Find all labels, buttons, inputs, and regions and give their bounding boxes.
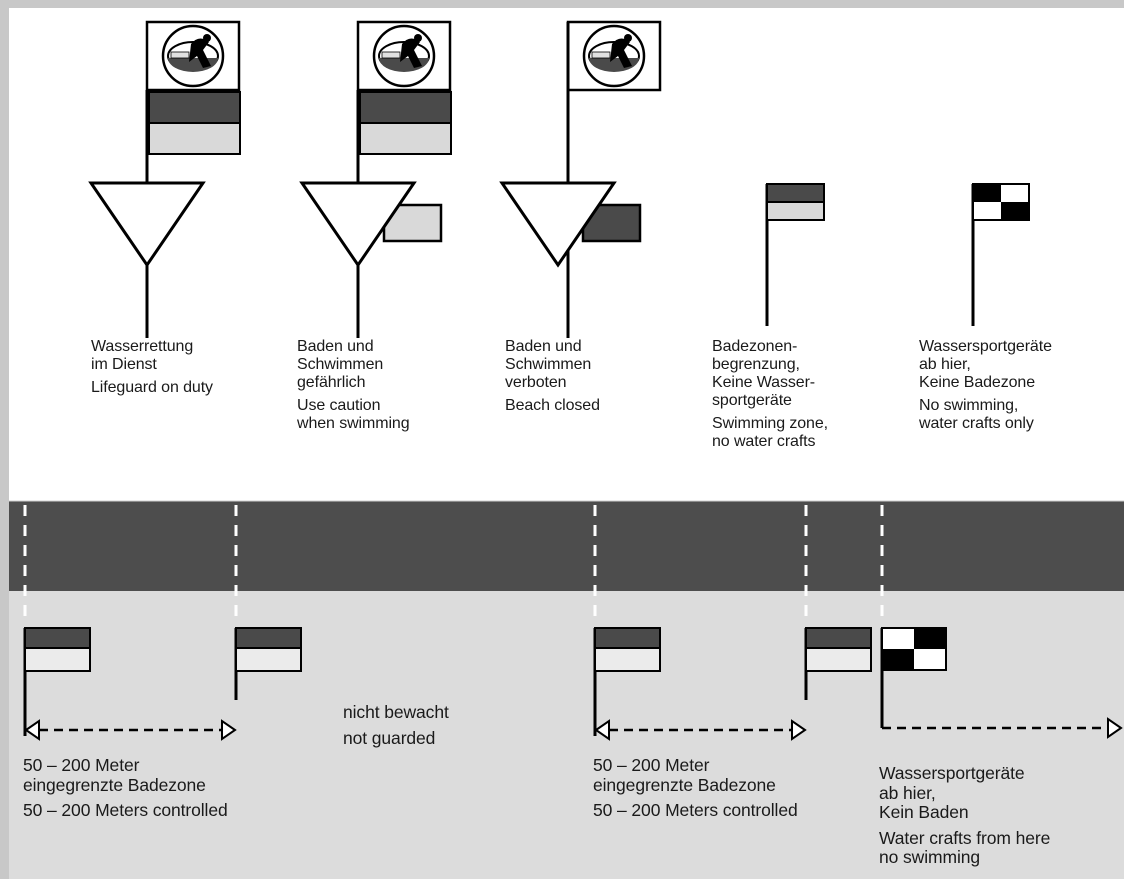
label-de-line: Kein Baden [879, 802, 969, 822]
closed-signal [499, 20, 662, 338]
red-yellow-flag-icon [359, 91, 452, 155]
label-de-line: Wassersportgeräte [919, 338, 1052, 355]
label-en-line: water crafts only [919, 415, 1034, 432]
label-de-line: Schwimmen [505, 356, 592, 373]
red-yellow-flag-icon [148, 91, 241, 155]
lifeguard-triangle-icon [299, 181, 417, 268]
red-yellow-flag-icon [594, 627, 661, 672]
zone-label-unguarded: nicht bewacht not guarded [343, 702, 449, 748]
water-band-fill [9, 501, 1124, 591]
label-de-line: Wasserrettung [91, 338, 194, 355]
checkered-flag-icon [881, 627, 947, 671]
label-de-line: ab hier, [879, 782, 936, 803]
signal-label-watercraft: Wassersportgeräte ab hier, Keine Badezon… [919, 338, 1052, 433]
zone-label-controlled-2: 50 – 200 Meter eingegrenzte Badezone 50 … [593, 755, 798, 821]
label-de-line: Wassersportgeräte [879, 763, 1025, 783]
red-yellow-flag-icon [805, 627, 872, 672]
label-de-line: im Dienst [91, 356, 157, 373]
label-en-line: Swimming zone, [712, 415, 828, 432]
label-de-line: ab hier, [919, 356, 971, 373]
label-de-line: verboten [505, 374, 567, 391]
signal-label-swim-zone: Badezonen- begrenzung, Keine Wasser- spo… [712, 338, 828, 451]
zone-label-controlled-1: 50 – 200 Meter eingegrenzte Badezone 50 … [23, 755, 228, 821]
label-de-line: Keine Wasser- [712, 374, 816, 391]
double-arrow-icon [24, 719, 237, 741]
zone-label-watercraft: Wassersportgeräte ab hier, Kein Baden Wa… [879, 763, 1051, 868]
watercraft-signal [971, 183, 1030, 326]
label-en-line: no water crafts [712, 433, 816, 450]
label-de-line: 50 – 200 Meter [593, 755, 710, 775]
dlrg-badge-icon [161, 24, 225, 88]
label-en-line: not guarded [343, 727, 436, 748]
right-arrow-icon [882, 717, 1123, 739]
label-de-line: nicht bewacht [343, 702, 449, 722]
lifeguard-triangle-icon [499, 181, 617, 268]
diagram-artwork [9, 20, 1124, 879]
label-de-line: Schwimmen [297, 356, 384, 373]
label-en-line: 50 – 200 Meters controlled [593, 800, 798, 820]
red-yellow-flag-icon [766, 183, 825, 221]
label-en-line: Lifeguard on duty [91, 379, 213, 396]
swim-zone-signal [765, 183, 825, 326]
label-de-line: Keine Badezone [919, 374, 1036, 391]
lifeguard-signal [88, 20, 241, 338]
label-de-line: Baden und [297, 338, 374, 355]
label-de-line: Baden und [505, 338, 582, 355]
diagram-frame: Wasserrettung im Dienst Lifeguard on dut… [9, 8, 1124, 879]
label-de-line: sportgeräte [712, 392, 792, 409]
label-en-line: Beach closed [505, 397, 600, 414]
red-yellow-flag-icon [24, 627, 91, 672]
label-de-line: eingegrenzte Badezone [23, 774, 206, 795]
caution-signal [299, 20, 452, 338]
controlled-zone-1 [23, 627, 302, 741]
signal-label-lifeguard: Wasserrettung im Dienst Lifeguard on dut… [91, 338, 213, 397]
label-en-line: no swimming [879, 847, 981, 867]
red-yellow-flag-icon [235, 627, 302, 672]
label-de-line: begrenzung, [712, 356, 800, 373]
label-en-line: when swimming [297, 415, 410, 432]
controlled-zone-2 [593, 627, 872, 741]
label-en-line: Use caution [297, 397, 381, 414]
label-de-line: eingegrenzte Badezone [593, 774, 776, 795]
label-de-line: Badezonen- [712, 338, 798, 355]
label-de-line: gefährlich [297, 374, 366, 391]
dlrg-badge-icon [582, 24, 646, 88]
checkered-flag-icon [972, 183, 1030, 221]
signal-label-closed: Baden und Schwimmen verboten Beach close… [505, 338, 600, 415]
double-arrow-icon [594, 719, 807, 741]
label-en-line: 50 – 200 Meters controlled [23, 800, 228, 820]
label-en-line: Water crafts from here [879, 827, 1051, 848]
signal-label-caution: Baden und Schwimmen gefährlich Use cauti… [297, 338, 410, 433]
lifeguard-triangle-icon [88, 181, 206, 268]
label-de-line: 50 – 200 Meter [23, 755, 140, 775]
label-en-line: No swimming, [919, 397, 1019, 414]
watercraft-zone [880, 627, 1123, 739]
dlrg-badge-icon [372, 24, 436, 88]
